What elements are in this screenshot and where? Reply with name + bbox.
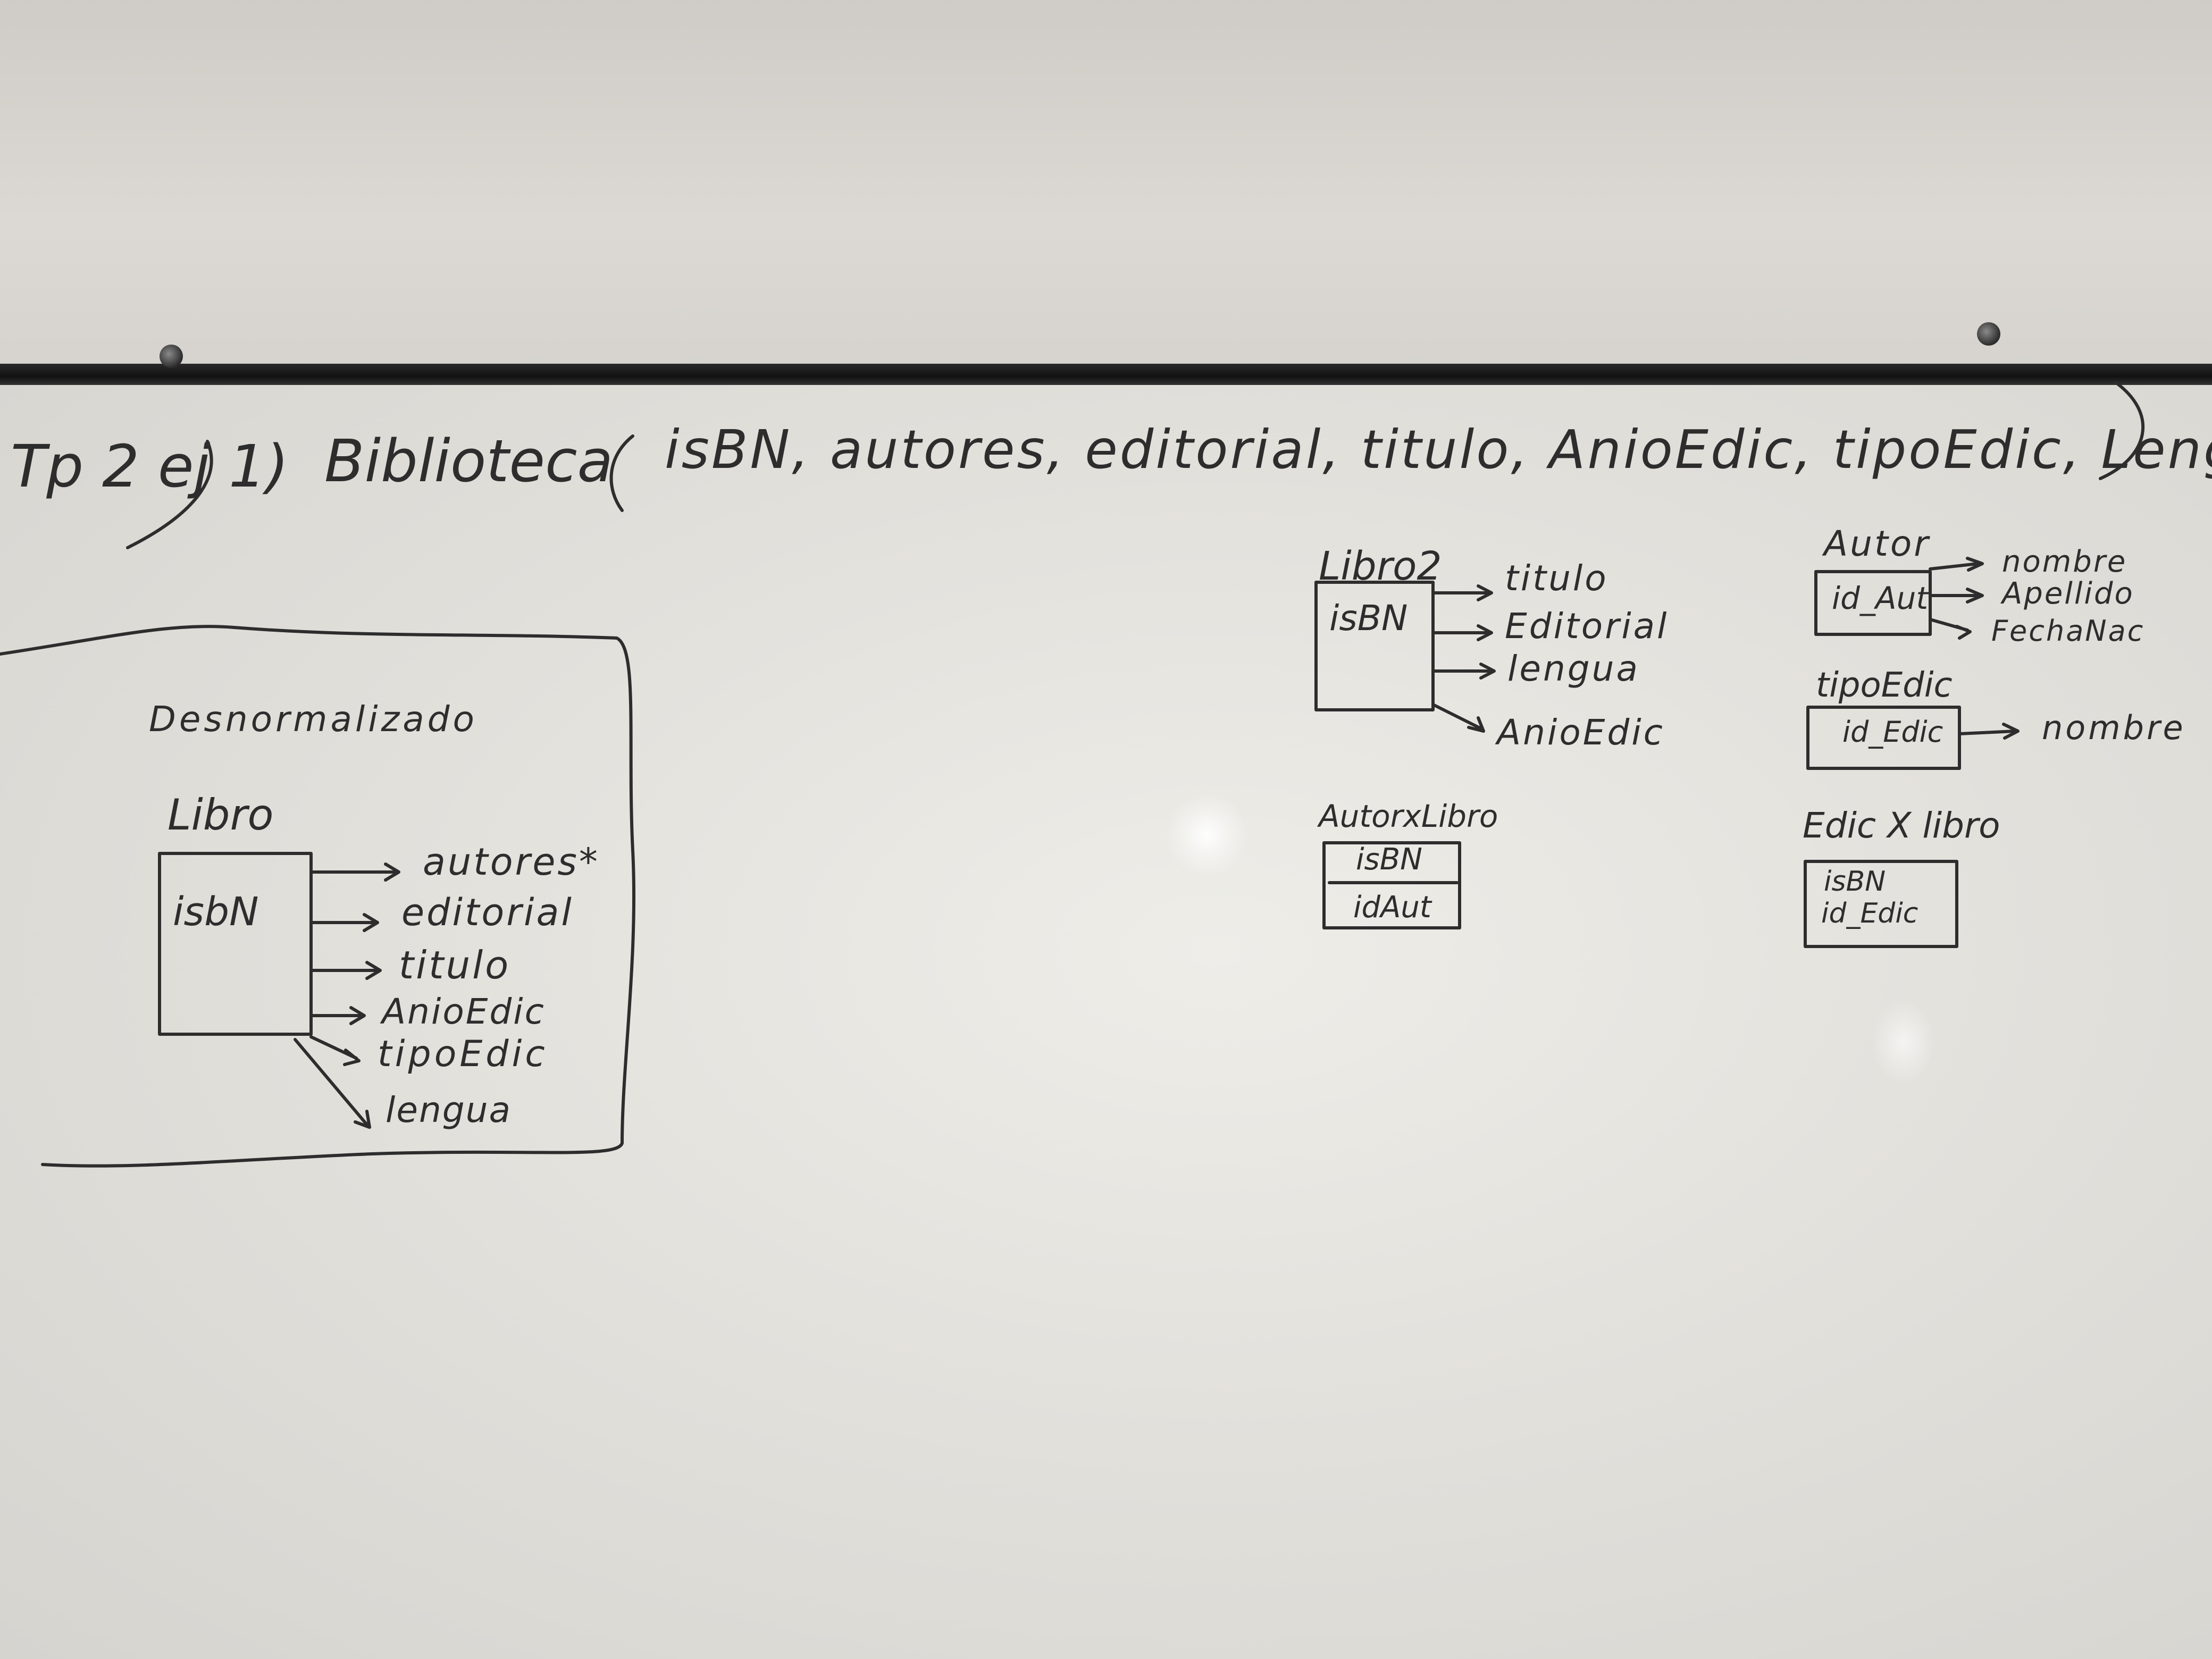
autorxlibro-field-idaut: idAut — [1353, 890, 1432, 925]
autor-key: id_Aut — [1832, 580, 1929, 616]
denormalized-label: Desnormalizado — [149, 699, 477, 740]
whiteboard — [0, 372, 2212, 1659]
arrow-libro2-lengua — [1431, 663, 1496, 680]
libro-key: isbN — [173, 889, 258, 935]
autorxlibro-box — [1322, 841, 1461, 929]
autorxlibro-title: AutorxLibro — [1317, 798, 1498, 834]
arrow-autor-apellido — [1929, 588, 1984, 604]
wall — [0, 0, 2212, 372]
edicxlibro-field-idedic: id_Edic — [1821, 898, 1918, 929]
libro-title: Libro — [167, 790, 273, 840]
light-glare-secondary — [1872, 1000, 1936, 1085]
attr-titulo: titulo — [399, 943, 510, 987]
autor-attr-nombre: nombre — [2002, 544, 2127, 579]
autor-title: Autor — [1822, 523, 1930, 564]
arrow-libro2-titulo — [1431, 584, 1493, 601]
attr-lengua: lengua — [386, 1090, 512, 1130]
libro-entity-box — [158, 852, 313, 1036]
libro2-attr-editorial: Editorial — [1505, 606, 1669, 647]
libro2-attr-lengua: lengua — [1507, 648, 1640, 689]
autorxlibro-field-isbn: isBN — [1356, 842, 1422, 877]
tipoedic-title: tipoEdic — [1816, 666, 1953, 705]
arrow-libro2-anioedic — [1431, 703, 1485, 733]
arrow-autor-fechanac — [1929, 618, 1972, 640]
edicxlibro-title: Edic X libro — [1803, 805, 2000, 846]
arrow-tipoedic — [309, 1035, 361, 1066]
whiteboard-rail — [0, 364, 2212, 385]
exercise-heading: Tp 2 ej 1) — [11, 432, 289, 500]
autor-attr-fechanac: FechaNac — [1991, 614, 2144, 648]
light-glare — [1164, 792, 1250, 877]
libro2-attr-titulo: titulo — [1505, 558, 1608, 599]
relation-open-paren — [609, 434, 634, 512]
attr-autores: autores* — [423, 840, 600, 884]
attr-editorial: editorial — [401, 891, 574, 934]
arrow-lengua — [294, 1038, 371, 1129]
arrow-autores — [309, 862, 400, 882]
edicxlibro-box — [1804, 860, 1958, 948]
arrow-anioedic — [309, 1006, 366, 1025]
libro2-key: isBN — [1329, 598, 1407, 639]
libro2-entity-box — [1314, 581, 1435, 711]
attr-tipoedic: tipoEdic — [378, 1033, 548, 1075]
denormalized-cloud-outline — [0, 625, 636, 1168]
arrow-editorial — [309, 913, 379, 932]
autor-entity-box — [1814, 570, 1932, 636]
arrow-autor-nombre — [1929, 557, 1984, 572]
arrow-titulo — [309, 961, 382, 980]
arrow-tipoedic-nombre — [1958, 723, 2020, 740]
autor-attr-apellido: Apellido — [2000, 576, 2134, 611]
libro2-attr-anioedic: AnioEdic — [1495, 712, 1665, 753]
wall-screw-left — [160, 345, 183, 368]
tipoedic-key: id_Edic — [1842, 715, 1943, 749]
heading-underline — [126, 440, 213, 549]
arrow-libro2-editorial — [1431, 624, 1493, 641]
relation-close-paren — [2099, 381, 2145, 480]
attr-anioedic: AnioEdic — [380, 991, 546, 1032]
relation-attributes: isBN, autores, editorial, titulo, AnioEd… — [665, 418, 2212, 481]
edicxlibro-field-isbn: isBN — [1824, 866, 1886, 898]
tipoedic-attr-nombre: nombre — [2042, 708, 2186, 747]
wall-screw-right — [1977, 322, 2000, 346]
tipoedic-entity-box — [1806, 706, 1961, 770]
relation-name: Biblioteca — [324, 427, 613, 495]
